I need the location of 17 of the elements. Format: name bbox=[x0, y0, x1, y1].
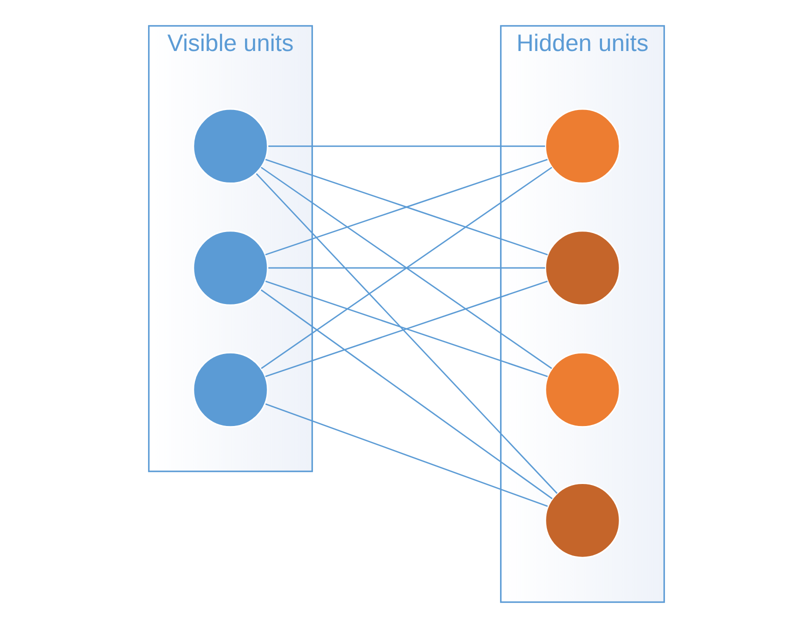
node-circle bbox=[192, 230, 268, 306]
cluster: Hidden units bbox=[500, 25, 664, 603]
connector bbox=[268, 267, 545, 269]
cluster: Visible units bbox=[148, 25, 312, 472]
connector bbox=[260, 166, 552, 369]
connector bbox=[260, 289, 552, 500]
node-circle bbox=[544, 230, 620, 306]
connector bbox=[255, 173, 558, 494]
connector bbox=[268, 146, 545, 147]
node-circle bbox=[544, 108, 620, 184]
node-circle bbox=[192, 108, 268, 184]
connector bbox=[264, 280, 548, 378]
connector bbox=[264, 403, 548, 507]
node-circle bbox=[544, 352, 620, 428]
connector bbox=[264, 158, 548, 256]
node-circle bbox=[192, 352, 268, 428]
node-circle bbox=[544, 482, 620, 558]
